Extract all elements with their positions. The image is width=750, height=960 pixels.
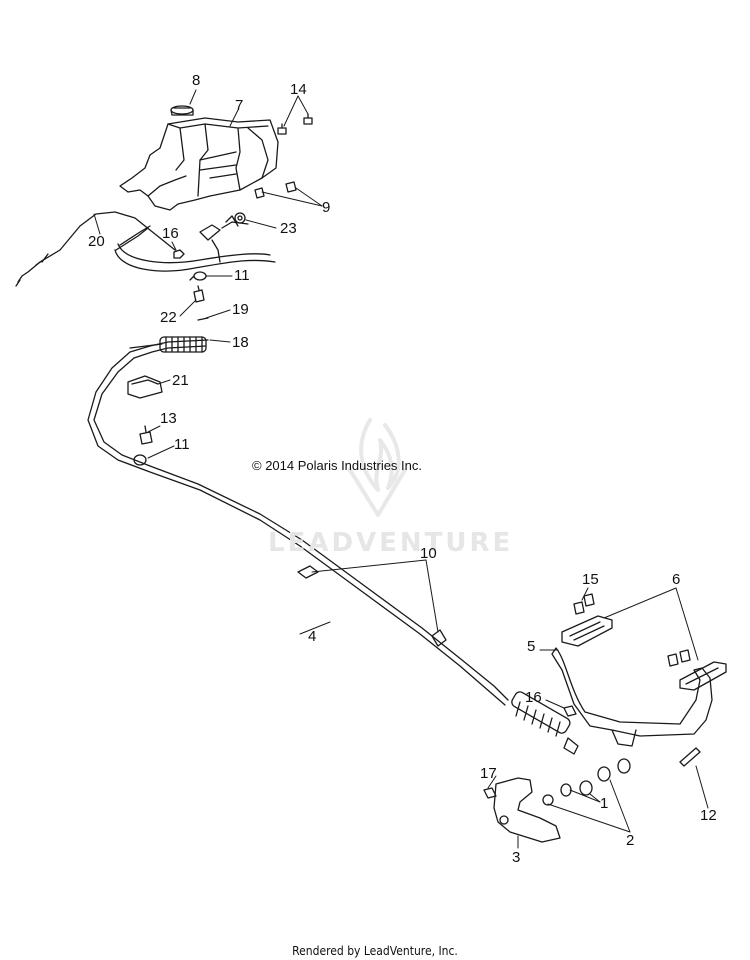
clamp-11-lower	[133, 454, 147, 466]
cap	[170, 105, 194, 116]
callout-11-lower: 11	[174, 436, 190, 453]
bolt-22	[193, 285, 205, 303]
copyright-notice: © 2014 Polaris Industries Inc.	[252, 458, 422, 473]
upper-cable	[15, 211, 276, 287]
callout-9: 9	[322, 199, 331, 216]
console-housing	[119, 117, 279, 211]
callout-16-lower: 16	[525, 689, 542, 706]
plate-3	[493, 777, 561, 843]
screws-14	[277, 113, 313, 135]
watermark-logo	[348, 418, 407, 517]
callout-13: 13	[160, 410, 177, 427]
callout-23: 23	[280, 220, 297, 237]
clips-9	[254, 181, 297, 199]
callout-20: 20	[88, 233, 105, 250]
bolt-13	[139, 425, 153, 445]
clips-10	[297, 565, 447, 647]
pedal-arm	[551, 647, 713, 747]
callout-2: 2	[626, 832, 635, 849]
nut-17	[483, 787, 497, 799]
clamp-11-upper	[189, 271, 207, 281]
callout-8: 8	[192, 72, 201, 89]
pin-12	[679, 747, 701, 767]
callout-17: 17	[480, 765, 497, 782]
cable-end-lower	[511, 691, 579, 755]
footer-credit: Rendered by LeadVenture, Inc.	[292, 944, 458, 958]
callout-22: 22	[160, 309, 177, 326]
screws-15	[573, 593, 691, 667]
callout-1: 1	[600, 795, 609, 812]
callout-14: 14	[290, 81, 307, 98]
pedal-pads	[561, 615, 727, 691]
callout-16-upper: 16	[162, 225, 179, 242]
callout-15: 15	[582, 571, 599, 588]
callout-19: 19	[232, 301, 249, 318]
watermark-text: LEADVENTURE	[268, 528, 514, 558]
callout-18: 18	[232, 334, 249, 351]
bracket-21	[127, 375, 163, 399]
callout-12: 12	[700, 807, 717, 824]
main-cable	[87, 336, 509, 706]
callout-21: 21	[172, 372, 189, 389]
nut-16-lower	[563, 705, 577, 717]
callout-6: 6	[672, 571, 681, 588]
callout-3: 3	[512, 849, 521, 866]
callout-5: 5	[527, 638, 536, 655]
callout-11-upper: 11	[234, 267, 250, 284]
callout-7: 7	[235, 97, 244, 114]
callout-4: 4	[308, 628, 317, 645]
nut-16-upper	[173, 249, 185, 259]
leader-lines	[93, 89, 709, 849]
callout-10: 10	[420, 545, 437, 562]
